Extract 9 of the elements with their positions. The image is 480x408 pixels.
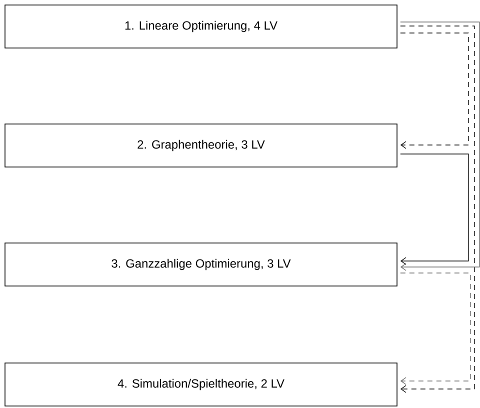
arrow: [400, 32, 469, 149]
course-box: 3. Ganzzahlige Optimierung, 3 LV: [4, 242, 398, 286]
arrow: [400, 154, 469, 265]
arrow: [400, 22, 480, 271]
arrow: [400, 272, 471, 385]
course-box: 1. Lineare Optimierung, 4 LV: [4, 4, 398, 48]
course-box: 4. Simulation/Spieltheorie, 2 LV: [4, 362, 398, 406]
arrow: [400, 26, 475, 393]
course-box: 2. Graphentheorie, 3 LV: [4, 124, 398, 168]
